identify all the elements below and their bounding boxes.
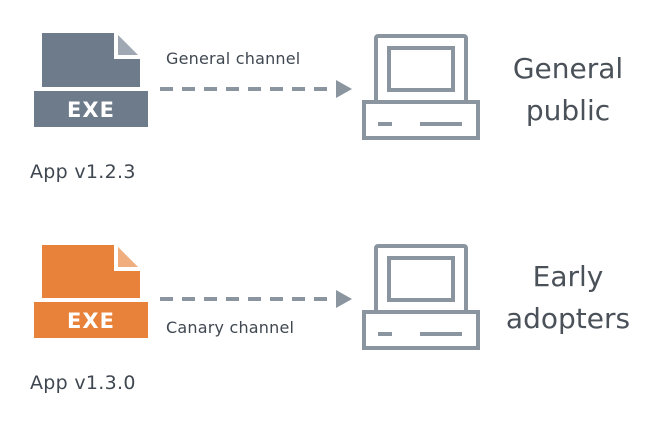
general-audience-line-1: General: [512, 52, 624, 85]
general-exe-file-icon: EXE: [30, 33, 152, 131]
canary-audience-label: Early adopters: [478, 256, 658, 340]
general-audience-label: General public: [478, 48, 658, 132]
canary-monitor-icon: [362, 244, 480, 350]
canary-audience-line-1: Early: [532, 260, 604, 293]
general-audience-line-2: public: [525, 94, 611, 127]
general-exe-badge: EXE: [67, 98, 115, 122]
canary-exe-file-icon: EXE: [30, 245, 152, 342]
canary-audience-line-2: adopters: [505, 302, 631, 335]
canary-arrow-head: [336, 290, 352, 308]
general-channel-label: General channel: [166, 49, 301, 68]
canary-app-version-label: App v1.3.0: [30, 372, 136, 394]
general-arrow-head: [336, 80, 352, 98]
canary-channel-label: Canary channel: [166, 318, 295, 337]
general-monitor-icon: [362, 34, 480, 140]
canary-exe-badge: EXE: [67, 309, 115, 333]
general-app-version-label: App v1.2.3: [30, 161, 136, 183]
